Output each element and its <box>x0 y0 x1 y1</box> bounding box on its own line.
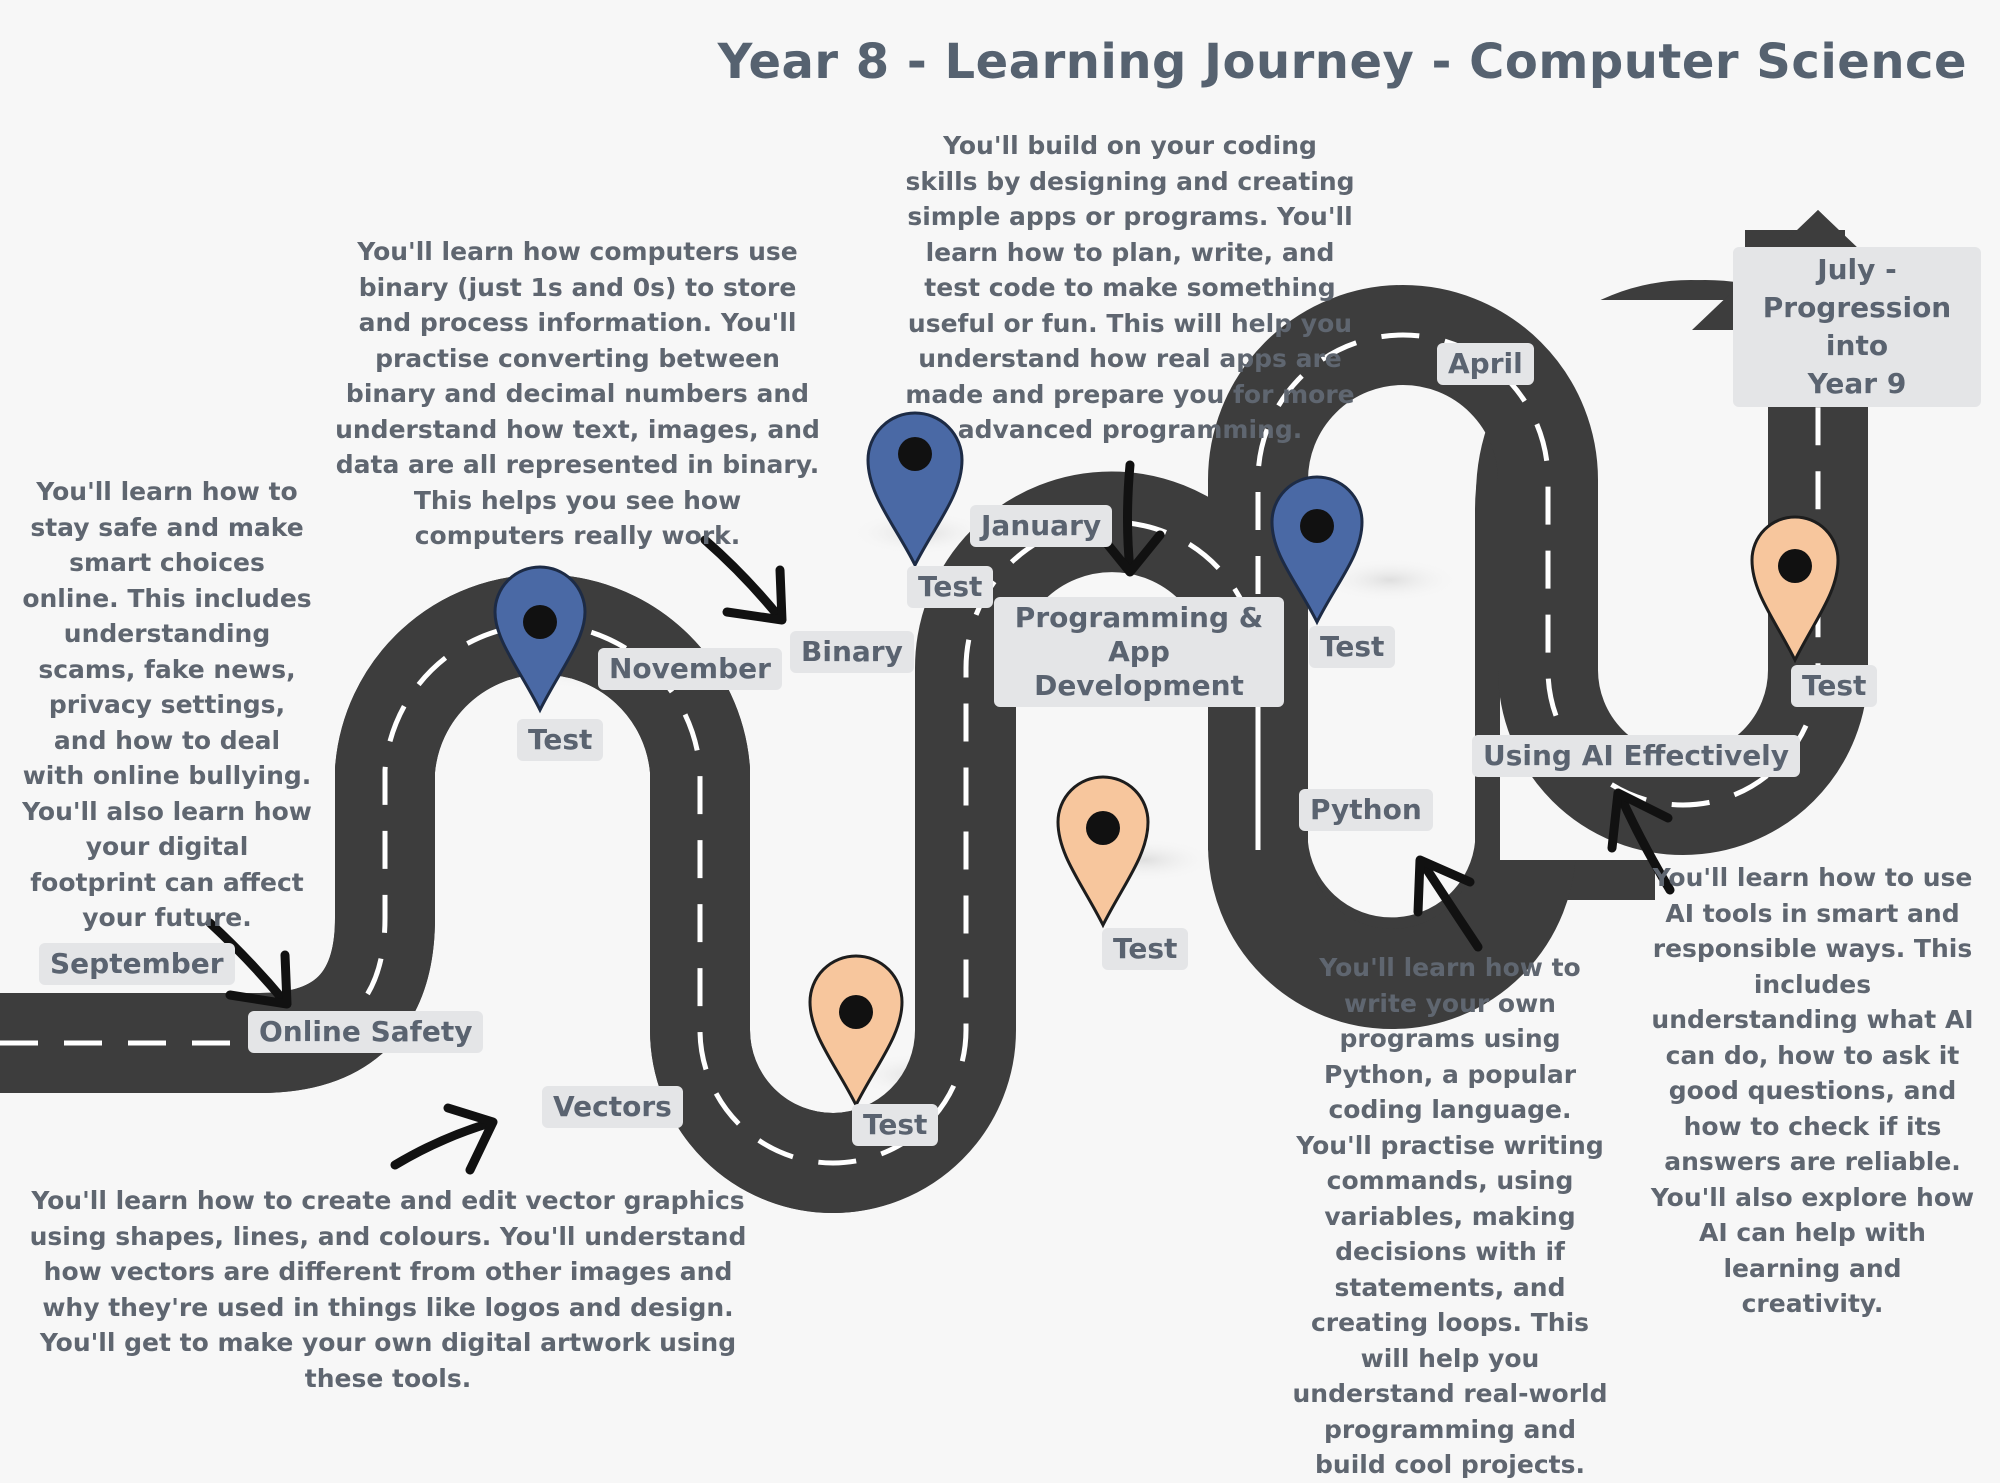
map-pin-icon <box>866 411 964 569</box>
description-binary: You'll learn how computers use binary (j… <box>335 237 820 550</box>
description-python: You'll learn how to write your own progr… <box>1292 953 1608 1479</box>
label-test: Test <box>907 566 994 608</box>
curved-arrow-icon <box>1095 460 1165 577</box>
label-programming-line2: Development <box>1034 669 1244 702</box>
description-online-safety: You'll learn how to stay safe and make s… <box>22 477 312 932</box>
page-title: Year 8 - Learning Journey - Computer Sci… <box>717 34 1967 90</box>
label-november: November <box>598 648 782 690</box>
label-september: September <box>39 943 235 985</box>
label-vectors: Vectors <box>542 1086 683 1128</box>
label-test: Test <box>1309 626 1396 668</box>
curved-arrow-icon <box>1607 788 1675 895</box>
map-pin-icon <box>1270 475 1364 626</box>
map-pin-icon <box>808 954 904 1109</box>
description-ai: You'll learn how to use AI tools in smar… <box>1650 863 1975 1318</box>
description-vectors: You'll learn how to create and edit vect… <box>29 1186 747 1393</box>
map-pin-icon <box>1056 775 1150 929</box>
label-using-ai-effectively: Using AI Effectively <box>1472 735 1801 777</box>
label-online-safety: Online Safety <box>248 1011 484 1053</box>
curved-arrow-icon <box>205 918 292 1009</box>
label-test: Test <box>517 719 604 761</box>
label-july-line2: Progression into <box>1762 291 1952 362</box>
map-pin-icon <box>493 565 587 714</box>
label-programming-app-development: Programming & App Development <box>994 597 1284 707</box>
label-test: Test <box>852 1104 939 1146</box>
label-binary: Binary <box>790 631 914 673</box>
label-april: April <box>1437 343 1534 385</box>
curved-arrow-icon <box>390 1103 498 1175</box>
description-programming: You'll build on your coding skills by de… <box>905 131 1355 444</box>
label-july-line1: July - <box>1817 253 1897 286</box>
curved-arrow-icon <box>1413 855 1483 952</box>
curved-arrow-icon <box>700 535 787 625</box>
label-january: January <box>970 505 1113 547</box>
label-test: Test <box>1791 665 1878 707</box>
label-test: Test <box>1102 928 1189 970</box>
label-july-line3: Year 9 <box>1807 367 1907 400</box>
label-july-progression: July - Progression into Year 9 <box>1733 247 1981 407</box>
label-programming-line1: Programming & App <box>1014 601 1264 668</box>
label-python: Python <box>1299 789 1433 831</box>
map-pin-icon <box>1750 515 1840 664</box>
